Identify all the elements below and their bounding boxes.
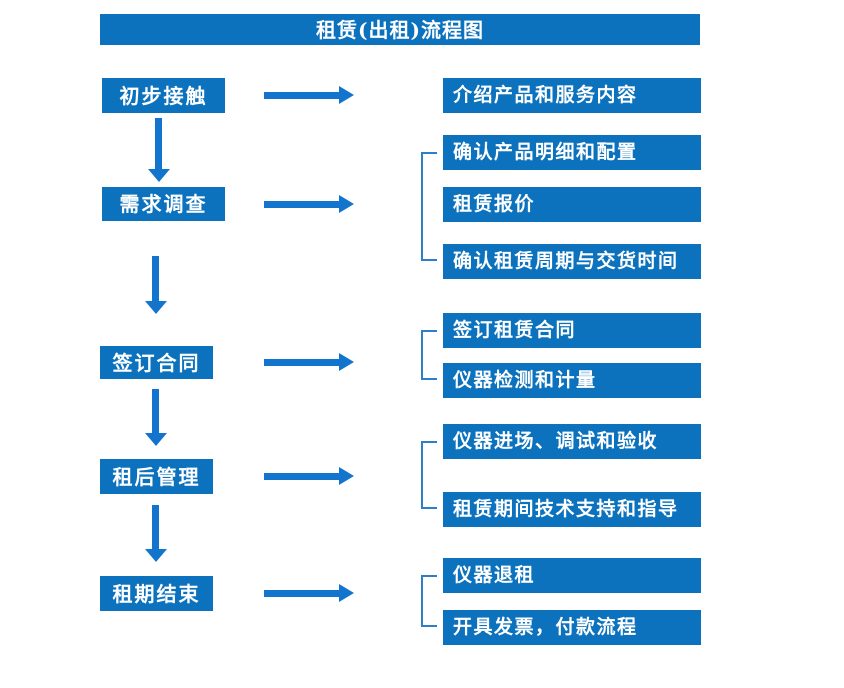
right-arrow-icon <box>264 353 354 371</box>
detail-box: 签订租赁合同 <box>443 313 701 348</box>
group-bracket <box>421 575 437 627</box>
group-bracket <box>421 441 437 509</box>
right-arrow-icon <box>264 86 354 104</box>
detail-box: 租赁报价 <box>443 187 701 222</box>
detail-box: 仪器检测和计量 <box>443 363 701 398</box>
detail-box: 仪器进场、调试和验收 <box>443 424 701 459</box>
step-box-rental-end: 租期结束 <box>100 576 213 611</box>
detail-box: 确认租赁周期与交货时间 <box>443 244 701 279</box>
down-arrow-icon <box>145 256 167 314</box>
right-arrow-icon <box>264 467 354 485</box>
detail-box: 确认产品明细和配置 <box>443 135 701 170</box>
detail-box: 租赁期间技术支持和指导 <box>443 492 701 527</box>
detail-box: 仪器退租 <box>443 558 701 593</box>
step-box-post-rental-management: 租后管理 <box>100 459 213 494</box>
down-arrow-icon <box>148 118 170 182</box>
group-bracket <box>421 152 437 261</box>
right-arrow-icon <box>264 584 354 602</box>
group-bracket <box>421 330 437 380</box>
step-box-demand-survey: 需求调查 <box>102 187 225 221</box>
right-arrow-icon <box>264 195 354 213</box>
step-box-initial-contact: 初步接触 <box>102 78 225 113</box>
down-arrow-icon <box>145 389 167 446</box>
page-title: 租赁(出租)流程图 <box>100 14 700 45</box>
down-arrow-icon <box>145 505 167 562</box>
step-box-sign-contract: 签订合同 <box>100 346 213 379</box>
detail-box: 介绍产品和服务内容 <box>443 78 701 113</box>
detail-box: 开具发票，付款流程 <box>443 610 701 645</box>
